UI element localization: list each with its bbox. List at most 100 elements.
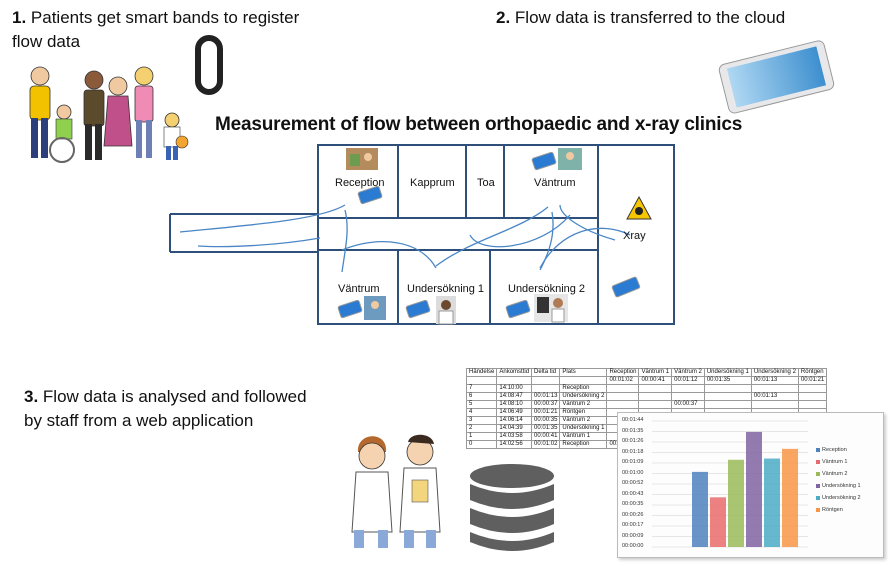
table-cell (638, 384, 673, 393)
table-cell: 00:00:35 (531, 416, 561, 425)
chart-plot-area (652, 420, 808, 548)
step-1-number: 1. (12, 8, 27, 27)
table-cell: 00:01:02 (531, 440, 561, 449)
table-cell: Undersökning 1 (559, 424, 608, 433)
table-cell: 00:01:13 (750, 392, 799, 401)
table-cell: 00:01:21 (531, 408, 561, 417)
doctors-illustration (351, 434, 441, 548)
room-label-xray: Xray (623, 230, 646, 242)
legend-item: Undersökning 1 (816, 483, 861, 489)
bar-2 (728, 459, 744, 547)
y-tick-label: 00:00:52 (622, 480, 644, 486)
waiting-room-photo-icon (558, 148, 582, 170)
database-icon (470, 464, 554, 551)
room-label-kapprum: Kapprum (410, 177, 455, 189)
legend-label: Reception (822, 447, 847, 453)
table-header-cell: Väntrum 1 (638, 368, 673, 377)
legend-swatch (816, 507, 820, 512)
table-cell (531, 384, 561, 393)
table-cell: 14:08:10 (496, 400, 533, 409)
legend-item: Undersökning 2 (816, 495, 861, 501)
table-cell (606, 392, 640, 401)
table-cell: 7 (465, 384, 498, 393)
y-tick-label: 00:00:00 (622, 543, 644, 549)
table-cell: 00:01:35 (531, 424, 561, 433)
step-3-text: 3. Flow data is analysed and followed by… (24, 385, 354, 433)
table-cell: 14:08:47 (496, 392, 533, 401)
xray-doctor-photo-icon (534, 294, 568, 323)
table-cell: 14:10:00 (496, 384, 533, 393)
table-cell: 14:03:58 (496, 432, 533, 441)
patients-illustration (29, 66, 189, 163)
table-cell (750, 400, 799, 409)
table-cell: 00:01:35 (703, 376, 752, 385)
step-2-text: 2. Flow data is transferred to the cloud (496, 6, 836, 30)
table-header-cell: Undersökning 2 (750, 368, 799, 377)
table-cell: 00:00:41 (531, 432, 561, 441)
table-cell (671, 384, 705, 393)
table-header-cell: Ankomsttid (496, 368, 533, 377)
step-1-text: 1. Patients get smart bands to register … (12, 6, 342, 54)
legend-item: Väntrum 1 (816, 459, 847, 465)
legend-swatch (816, 459, 820, 464)
table-cell (797, 392, 828, 401)
legend-item: Väntrum 2 (816, 471, 847, 477)
table-cell (671, 392, 705, 401)
legend-label: Undersökning 2 (822, 495, 861, 501)
table-cell: 2 (465, 424, 498, 433)
table-cell (606, 400, 640, 409)
smartphone-icon (718, 40, 835, 114)
y-tick-label: 00:00:17 (622, 522, 644, 528)
step-3-line-b: by staff from a web application (24, 411, 254, 430)
waiting-room-photo-icon-bottom (364, 296, 386, 320)
room-label-vantrum-top: Väntrum (534, 177, 576, 189)
tablet-icon-vantrum-top (531, 151, 557, 171)
table-cell (703, 384, 752, 393)
table-cell (797, 400, 828, 409)
smart-band-icon (195, 35, 223, 95)
table-cell: 00:01:13 (750, 376, 799, 385)
table-cell: 4 (465, 408, 498, 417)
table-header-cell: Reception (606, 368, 640, 377)
y-tick-label: 00:00:43 (622, 490, 644, 497)
room-label-vantrum-bottom: Väntrum (338, 283, 380, 295)
table-cell: 00:01:13 (531, 392, 561, 401)
table-cell: 14:02:56 (496, 440, 533, 449)
table-header-cell: Röntgen (797, 368, 828, 377)
bar-3 (746, 431, 762, 547)
tablet-icon-xray (611, 276, 641, 298)
table-cell: Undersökning 2 (559, 392, 608, 401)
table-cell: 5 (465, 400, 498, 409)
table-cell (638, 392, 673, 401)
step-3-line-a: Flow data is analysed and followed (38, 387, 307, 406)
table-cell: Reception (559, 384, 608, 393)
radiation-icon (626, 195, 652, 220)
diagram-title: Measurement of flow between orthopaedic … (215, 114, 743, 135)
room-label-undersokning-1: Undersökning 1 (407, 283, 485, 295)
table-cell: 00:00:37 (671, 400, 705, 409)
table-cell: 1 (465, 432, 498, 441)
table-cell (797, 384, 828, 393)
bar-5 (782, 448, 798, 547)
tablet-icon-us1 (405, 299, 431, 319)
step-1-line-a: Patients get smart bands to register (26, 8, 300, 27)
table-header-cell: Undersökning 1 (703, 368, 752, 377)
y-tick-label: 00:01:44 (622, 417, 644, 423)
y-tick-label: 00:00:35 (622, 501, 644, 507)
table-cell (606, 384, 640, 393)
step-1-line-b: flow data (12, 32, 81, 51)
legend-swatch (816, 483, 820, 488)
table-cell: Väntrum 1 (559, 432, 608, 441)
step-3-number: 3. (24, 387, 39, 406)
bar-4 (764, 458, 780, 547)
table-cell: 0 (465, 440, 498, 449)
legend-label: Röntgen (822, 507, 843, 513)
table-cell (465, 376, 498, 385)
y-tick-label: 00:01:18 (622, 448, 644, 455)
table-cell (703, 400, 752, 409)
table-cell (750, 384, 799, 393)
